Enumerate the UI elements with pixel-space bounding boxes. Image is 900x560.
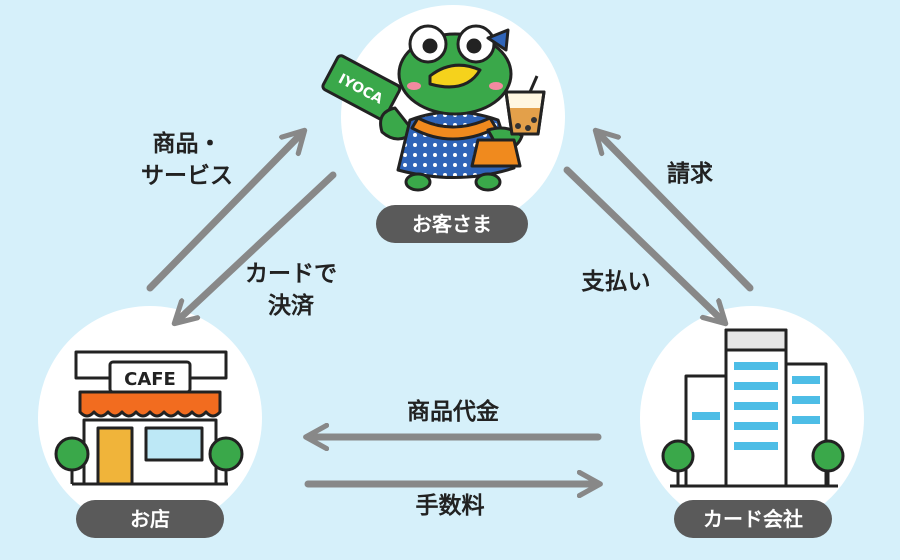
cafe-store-icon: CAFE: [54, 350, 244, 486]
card-company-node-label: カード会社: [674, 500, 832, 538]
frog-mascot-icon: IYOCA: [321, 24, 546, 192]
arrow-payment-to-store: [176, 171, 337, 322]
label-goods-services-line1: 商品・: [152, 131, 222, 157]
label-product-fee: 商品代金: [407, 399, 499, 425]
label-goods-services-line2: サービス: [141, 163, 233, 189]
arrow-billing-to-customer: [597, 132, 754, 292]
store-circle: [38, 306, 262, 530]
arrow-pay-to-card-company: [563, 166, 724, 322]
label-commission: 手数料: [415, 493, 485, 519]
label-card-payment-line1: カードで: [245, 261, 337, 287]
label-billing: 請求: [667, 161, 713, 187]
label-payment: 支払い: [581, 269, 651, 295]
arrow-goods-to-customer: [146, 132, 303, 292]
store-sign-text: CAFE: [124, 369, 176, 390]
label-goods-services: 商品・ サービス: [132, 128, 242, 192]
label-card-payment-line2: 決済: [268, 293, 314, 319]
label-card-payment: カードで 決済: [236, 258, 346, 322]
store-node-label: お店: [76, 500, 224, 538]
office-buildings-icon: [661, 328, 845, 488]
customer-node-label: お客さま: [376, 205, 528, 243]
